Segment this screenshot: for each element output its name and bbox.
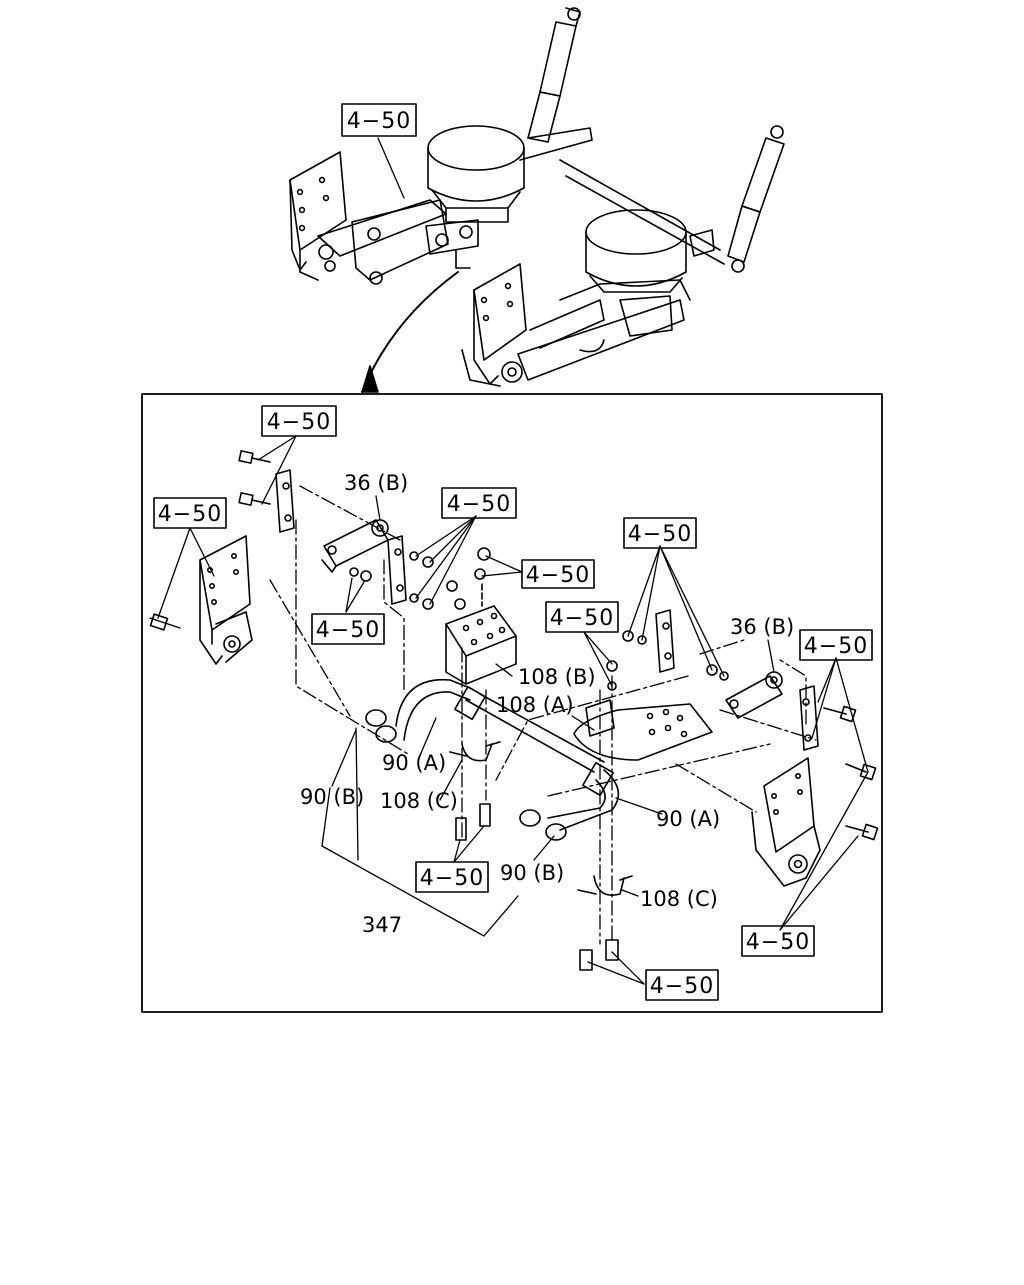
stabilizer-bar — [365, 678, 620, 841]
reference-box-upper-left: 4−50 — [261, 405, 337, 437]
detail-leader — [361, 271, 459, 393]
right-spring-bracket — [725, 671, 783, 719]
ref-label: 4−50 — [746, 930, 810, 955]
part-label-108b: 108 (B) — [518, 665, 596, 689]
right-shock-absorber — [727, 125, 785, 273]
part-label-347: 347 — [362, 913, 402, 937]
ref-label: 4−50 — [158, 502, 222, 527]
part-label-36b-left: 36 (B) — [344, 471, 408, 495]
detail-frame — [141, 393, 883, 1013]
reference-box-right-bolts: 4−50 — [799, 629, 873, 661]
right-air-spring — [585, 209, 687, 293]
detail-assembly — [149, 435, 879, 985]
left-frame-bracket — [289, 151, 479, 285]
reference-box-right-upper: 4−50 — [623, 517, 697, 549]
left-shock-absorber — [527, 7, 581, 143]
ref-label: 4−50 — [650, 974, 714, 999]
part-label-90b-right: 90 (B) — [500, 861, 564, 885]
part-label-108a: 108 (A) — [496, 693, 574, 717]
reference-box-lower-bolts: 4−50 — [415, 861, 489, 893]
part-label-90b-left: 90 (B) — [300, 785, 364, 809]
cross-beam — [519, 127, 725, 265]
part-number-labels: 36 (B) 36 (B) 108 (B) 108 (A) 90 (A) 90 … — [300, 471, 794, 937]
right-mounting-bracket — [751, 757, 879, 887]
left-shackle-plate — [238, 450, 295, 533]
ref-label: 4−50 — [447, 492, 511, 517]
ref-label: 4−50 — [526, 563, 590, 588]
reference-box-center-washers: 4−50 — [441, 487, 517, 519]
ref-label: 4−50 — [267, 410, 331, 435]
reference-box-center-right: 4−50 — [521, 559, 595, 589]
reference-box-top: 4−50 — [341, 103, 417, 137]
left-air-spring — [427, 125, 525, 223]
right-link-plate — [799, 685, 877, 781]
left-mounting-bracket — [149, 535, 253, 665]
leader-lines — [157, 435, 869, 985]
part-label-90a-right: 90 (A) — [656, 807, 720, 831]
right-frame-bracket — [461, 229, 715, 387]
part-label-36b-right: 36 (B) — [730, 615, 794, 639]
part-label-90a-left: 90 (A) — [382, 751, 446, 775]
ref-label: 4−50 — [550, 606, 614, 631]
part-label-108c-right: 108 (C) — [640, 887, 718, 911]
part-label-108c-left: 108 (C) — [380, 789, 458, 813]
ref-label: 4−50 — [316, 618, 380, 643]
reference-box-bottom-bolts: 4−50 — [645, 969, 719, 1001]
overview-assembly — [289, 7, 785, 393]
reference-box-left-bracket: 4−50 — [153, 497, 227, 529]
reference-box-right-bracket: 4−50 — [741, 925, 815, 957]
ref-label: 4−50 — [420, 866, 484, 891]
center-upper-pad — [445, 547, 517, 685]
right-shackle-plate — [622, 609, 729, 681]
reference-box-nut-mid: 4−50 — [545, 601, 619, 633]
reference-box-left-nuts: 4−50 — [311, 613, 385, 645]
left-link-plate — [349, 535, 434, 610]
right-lower-clamp — [577, 875, 633, 971]
ref-label: 4−50 — [347, 109, 411, 134]
left-lower-clamp — [449, 741, 501, 841]
ref-label: 4−50 — [628, 522, 692, 547]
ref-label: 4−50 — [804, 634, 868, 659]
